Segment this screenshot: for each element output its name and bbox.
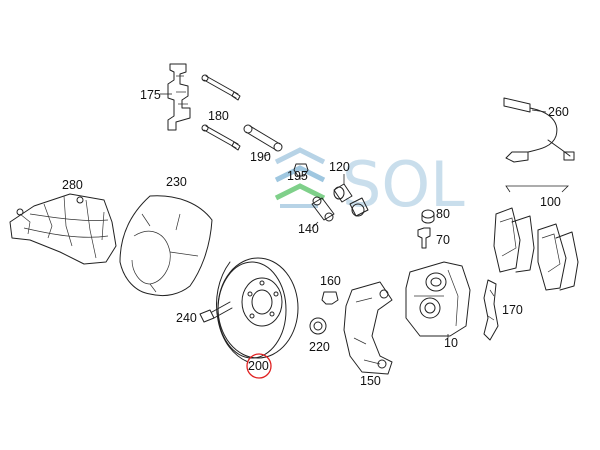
part-160-bolt <box>321 291 339 305</box>
part-10-caliper <box>405 261 471 338</box>
label-10: 10 <box>444 336 458 350</box>
part-150-carrier <box>343 281 393 375</box>
label-140: 140 <box>298 222 319 236</box>
part-70-bleeder <box>417 227 431 249</box>
label-180: 180 <box>208 109 229 123</box>
label-200: 200 <box>248 359 269 373</box>
part-120-bushing <box>333 174 369 217</box>
label-175: 175 <box>140 88 161 102</box>
part-200-brake-disc <box>216 257 299 363</box>
part-240-bolt <box>199 301 233 323</box>
label-260: 260 <box>548 105 569 119</box>
part-180-guide-pins <box>201 74 241 151</box>
label-120: 120 <box>329 160 350 174</box>
part-175-clip <box>160 63 191 131</box>
label-195: 195 <box>287 169 308 183</box>
part-195-bolt <box>293 163 309 180</box>
part-220-nut <box>309 317 327 335</box>
watermark: SOL <box>274 147 465 221</box>
label-150: 150 <box>360 374 381 388</box>
watermark-text: SOL <box>342 148 465 221</box>
label-190: 190 <box>250 150 271 164</box>
label-160: 160 <box>320 274 341 288</box>
part-280-cover <box>9 193 117 265</box>
highlight-circle <box>246 353 272 379</box>
part-80-cap <box>421 209 435 224</box>
label-230: 230 <box>166 175 187 189</box>
watermark-logo-icon <box>274 147 326 208</box>
label-70: 70 <box>436 233 450 247</box>
part-260-wear-sensor <box>503 97 575 163</box>
label-220: 220 <box>309 340 330 354</box>
label-240: 240 <box>176 311 197 325</box>
label-170: 170 <box>502 303 523 317</box>
part-140-bushing <box>311 196 335 229</box>
part-230-splash-shield <box>119 195 213 297</box>
part-labels: 175 180 190 195 120 140 260 280 230 80 7… <box>62 88 569 388</box>
part-170-spring <box>483 279 499 341</box>
label-100: 100 <box>540 195 561 209</box>
part-190-sleeve <box>243 124 283 157</box>
label-280: 280 <box>62 178 83 192</box>
part-100-brake-pads <box>493 185 579 291</box>
label-80: 80 <box>436 207 450 221</box>
